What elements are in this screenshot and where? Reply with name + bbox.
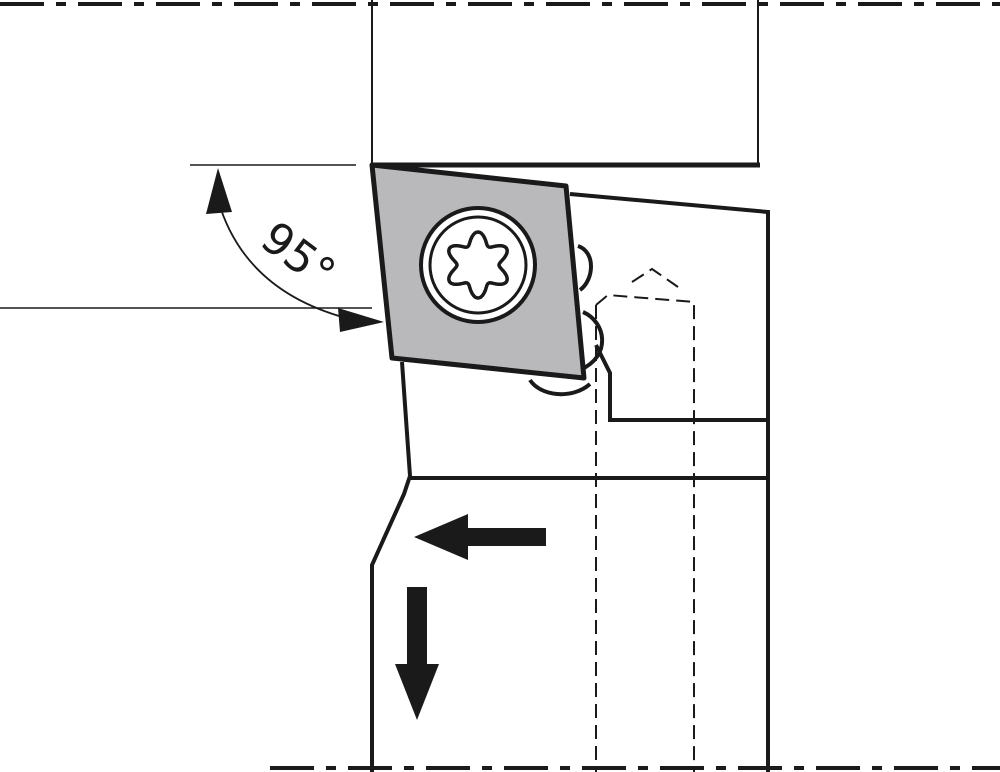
arrow-down-icon <box>395 587 439 720</box>
tool-holder <box>370 192 770 772</box>
angle-label: 95° <box>251 212 344 300</box>
feed-arrows <box>395 514 546 720</box>
hidden-clamp-lines <box>595 267 695 772</box>
workpiece-outline <box>0 0 760 309</box>
dimension-arrow-icon <box>206 168 232 214</box>
arrow-left-icon <box>414 514 546 560</box>
cutting-insert <box>369 162 587 381</box>
torx-screw-icon <box>419 206 537 324</box>
dimension-arrow-icon <box>338 308 384 332</box>
